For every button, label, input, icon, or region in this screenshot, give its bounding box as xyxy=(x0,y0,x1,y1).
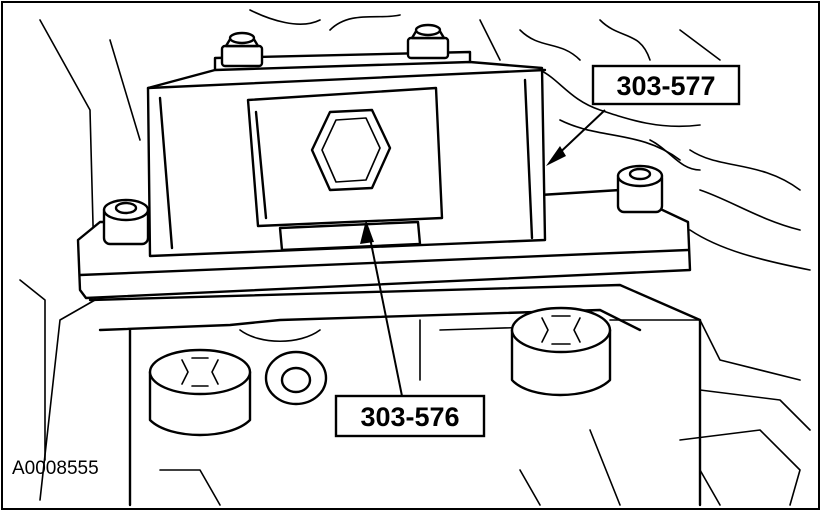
lower-washer xyxy=(264,350,328,406)
callout-303-577-text: 303-577 xyxy=(616,71,715,101)
callout-303-577: 303-577 xyxy=(591,64,741,106)
cylinder-head xyxy=(88,283,702,507)
top-right-bolt xyxy=(406,23,450,60)
callout-303-576-text: 303-576 xyxy=(360,402,459,432)
lower-left-bolt xyxy=(148,348,252,437)
right-stud-bolt xyxy=(616,164,664,214)
lower-right-bolt xyxy=(510,306,612,397)
left-stud-bolt xyxy=(102,198,150,246)
callout-arrow-303-577 xyxy=(546,109,606,166)
top-left-bolt xyxy=(220,31,264,68)
figure-id: A0008555 xyxy=(12,458,99,479)
hex-drive-icon xyxy=(310,108,392,192)
engine-background xyxy=(19,9,811,506)
callout-303-576: 303-576 xyxy=(334,394,486,438)
callout-arrow-303-576 xyxy=(360,220,403,397)
